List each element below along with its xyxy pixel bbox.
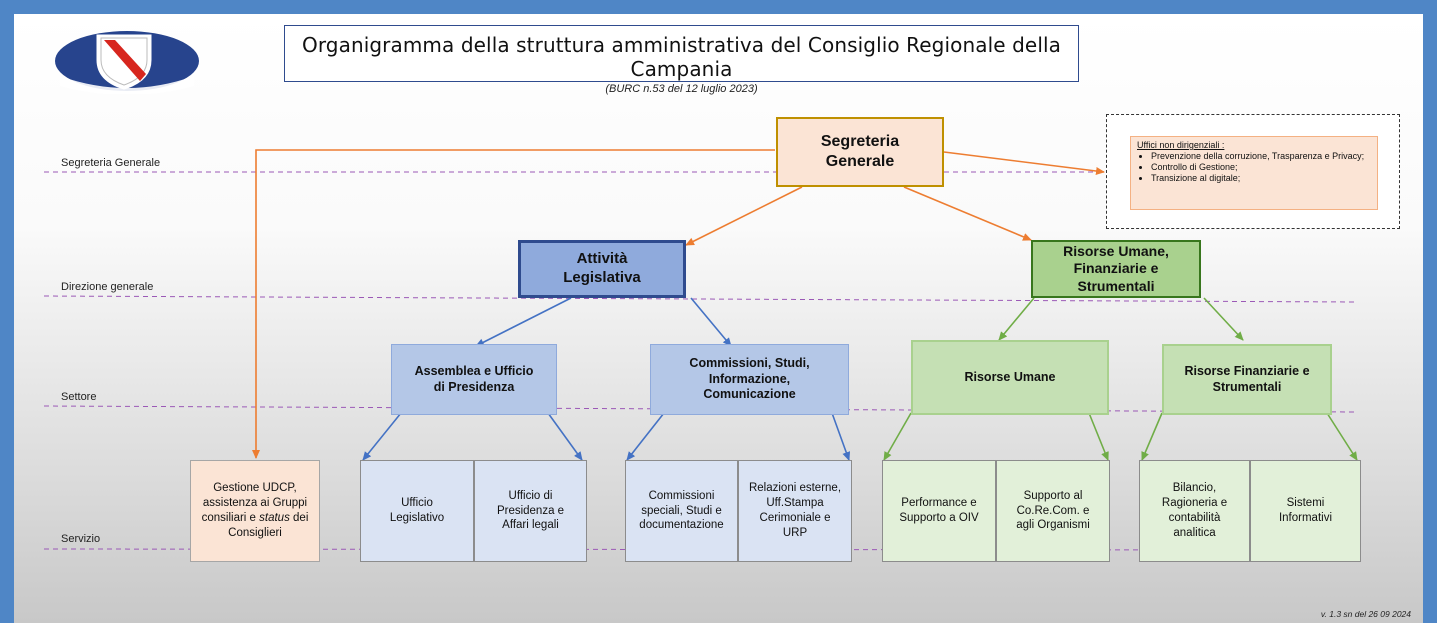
arrow-to-sistemi-informativi xyxy=(1326,412,1358,461)
arrow-to-relazioni-esterne xyxy=(831,412,851,461)
page-title: Organigramma della struttura amministrat… xyxy=(301,33,1061,81)
node-commissioni-studi-informazione: Commissioni, Studi, Informazione, Comuni… xyxy=(650,344,849,415)
node-assemblea-ufficio-presidenza: Assemblea e Ufficio di Presidenza xyxy=(391,344,557,415)
arrow-to-notes xyxy=(943,151,1105,175)
service-performance-oiv: Performance e Supporto a OIV xyxy=(882,460,996,562)
service-relazioni-esterne: Relazioni esterne, Uff.Stampa Cerimonial… xyxy=(738,460,852,562)
node-segreteria-generale: Segreteria Generale xyxy=(776,117,944,187)
service-gestione-udcp-label: Gestione UDCP, assistenza ai Gruppi cons… xyxy=(201,482,309,539)
level-label-settore: Settore xyxy=(61,391,97,403)
notes-item: Prevenzione della corruzione, Trasparenz… xyxy=(1151,151,1371,162)
consiglio-logo xyxy=(52,24,202,95)
arrow-to-risorse-umane xyxy=(998,297,1035,341)
level-label-direzione: Direzione generale xyxy=(61,281,154,293)
arrow-to-legislativa xyxy=(685,186,803,246)
level-label-servizio: Servizio xyxy=(61,533,101,545)
arrow-to-performance xyxy=(883,412,912,461)
service-gestione-udcp: Gestione UDCP, assistenza ai Gruppi cons… xyxy=(190,460,320,562)
arrow-to-assemblea xyxy=(475,297,572,347)
node-risorse-finanziarie-strumentali: Risorse Finanziarie e Strumentali xyxy=(1162,344,1332,415)
level-label-segreteria: Segreteria Generale xyxy=(61,157,161,169)
arrow-to-ufficio-legislativo xyxy=(362,412,402,461)
arrow-to-commissioni xyxy=(690,297,732,347)
arrow-to-supporto-corecom xyxy=(1088,412,1109,461)
notes-item: Transizione al digitale; xyxy=(1151,173,1371,184)
arrow-to-commissioni-speciali xyxy=(626,412,665,461)
level-line-settore xyxy=(43,405,1355,413)
uffici-non-dirigenziali-box: Uffici non dirigenziali : Prevenzione de… xyxy=(1106,114,1400,229)
arrow-to-bilancio xyxy=(1141,412,1163,461)
version-label: v. 1.3 sn del 26 09 2024 xyxy=(1320,609,1411,619)
connector-layer xyxy=(43,149,1358,551)
arrow-to-ufficio-presidenza xyxy=(547,412,583,461)
arrow-to-udcp xyxy=(252,149,775,459)
org-chart-canvas: Organigramma della struttura amministrat… xyxy=(14,14,1423,623)
service-sistemi-informativi: Sistemi Informativi xyxy=(1250,460,1361,562)
title-box: Organigramma della struttura amministrat… xyxy=(284,25,1079,95)
service-ufficio-legislativo: Ufficio Legislativo xyxy=(360,460,474,562)
service-supporto-corecom: Supporto al Co.Re.Com. e agli Organismi xyxy=(996,460,1110,562)
notes-list: Prevenzione della corruzione, Trasparenz… xyxy=(1137,151,1371,184)
service-bilancio-ragioneria: Bilancio, Ragioneria e contabilità anali… xyxy=(1139,460,1250,562)
page-subtitle: (BURC n.53 del 12 luglio 2023) xyxy=(605,83,758,95)
node-risorse-umane-finanziarie-strumentali: Risorse Umane, Finanziarie e Strumentali xyxy=(1031,240,1201,298)
notes-title: Uffici non dirigenziali : xyxy=(1137,140,1225,150)
arrow-to-risorse xyxy=(903,186,1032,241)
notes-item: Controllo di Gestione; xyxy=(1151,162,1371,173)
node-attivita-legislativa: Attività Legislativa xyxy=(518,240,686,298)
uffici-non-dirigenziali-panel: Uffici non dirigenziali : Prevenzione de… xyxy=(1130,136,1378,210)
service-commissioni-speciali: Commissioni speciali, Studi e documentaz… xyxy=(625,460,738,562)
arrow-to-risorse-finanziarie xyxy=(1203,297,1244,341)
service-ufficio-presidenza-affari-legali: Ufficio di Presidenza e Affari legali xyxy=(474,460,587,562)
node-risorse-umane: Risorse Umane xyxy=(911,340,1109,415)
level-line-direzione xyxy=(43,295,1355,303)
